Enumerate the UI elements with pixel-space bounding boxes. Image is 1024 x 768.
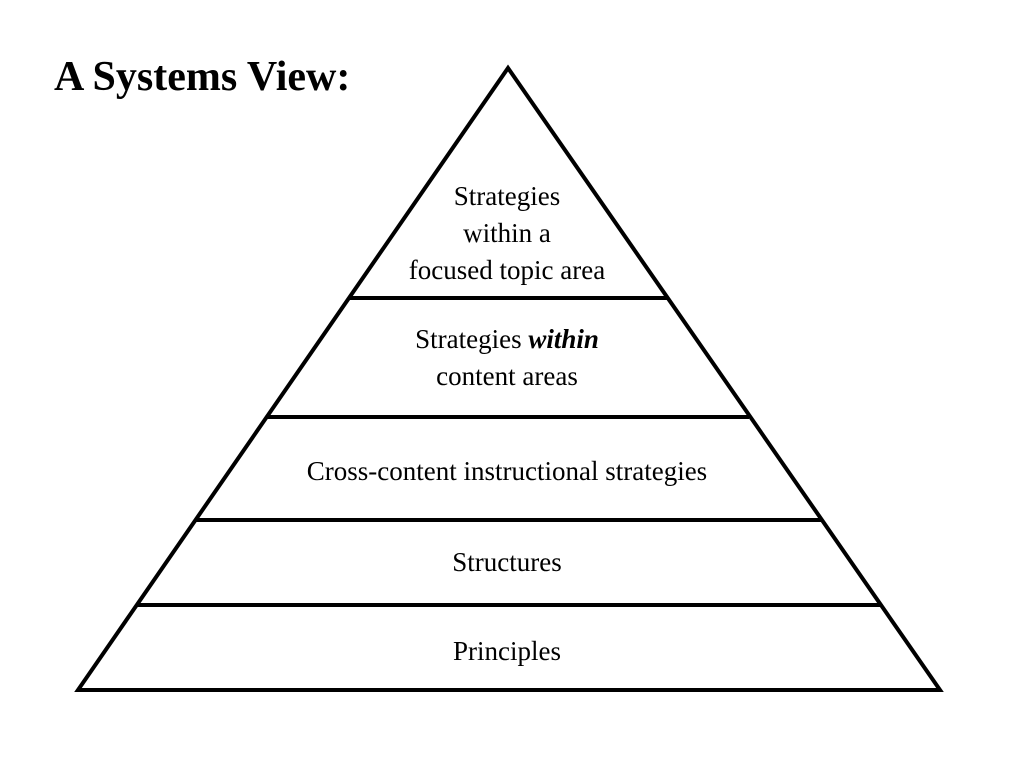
tier-1-line-2: within a: [463, 218, 551, 248]
tier-focused-topic-strategies: Strategies within a focused topic area: [212, 178, 802, 289]
tier-2-prefix: Strategies: [415, 324, 529, 354]
tier-1-line-1: Strategies: [453, 181, 561, 211]
tier-content-area-strategies: Strategies within content areas: [212, 321, 802, 395]
tier-principles: Principles: [453, 636, 561, 666]
tier-2-line-1: Strategies within: [212, 321, 802, 358]
pyramid-outline: [74, 64, 944, 692]
tier-structures: Structures: [452, 547, 562, 577]
tier-2-line-2: content areas: [436, 361, 578, 391]
tier-1-line-3: focused topic area: [408, 255, 606, 285]
tier-2-emphasis: within: [528, 324, 599, 354]
page-title: A Systems View:: [54, 54, 351, 100]
tier-cross-content-strategies: Cross-content instructional strategies: [306, 456, 708, 486]
